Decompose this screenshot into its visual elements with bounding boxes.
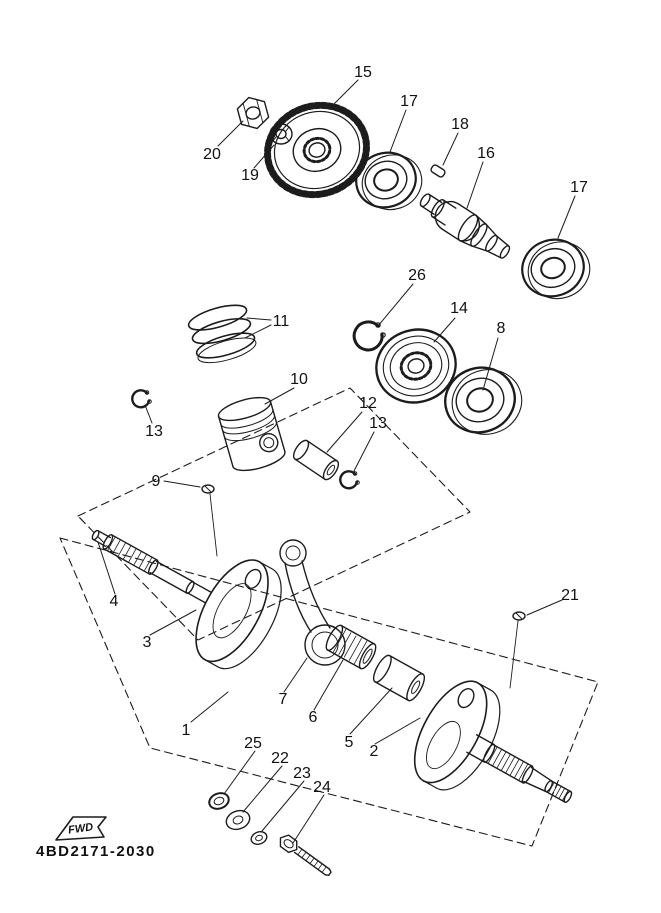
- piston-pin: [292, 439, 340, 481]
- callout-23: 23: [293, 765, 311, 782]
- callout-20: 20: [203, 146, 221, 163]
- circlip-left: [131, 389, 152, 409]
- fwd-label: FWD: [67, 821, 94, 836]
- bearing-main: [444, 366, 523, 435]
- callout-24: 24: [313, 779, 331, 796]
- callout-17-front: 17: [400, 93, 418, 110]
- connecting-rod: [279, 539, 346, 666]
- callout-11: 11: [273, 313, 290, 330]
- bolt: [279, 834, 332, 877]
- crankshaft: [91, 529, 573, 803]
- piston-group-outline: [77, 387, 471, 641]
- crank-pin: [372, 654, 426, 702]
- callout-13-right: 13: [369, 415, 387, 432]
- callout-18: 18: [451, 116, 469, 133]
- fwd-arrow: [55, 816, 107, 841]
- callout-7: 7: [279, 691, 288, 708]
- callout-10: 10: [290, 371, 308, 388]
- callout-8: 8: [497, 320, 506, 337]
- callout-26: 26: [408, 267, 426, 284]
- nut: [236, 96, 270, 130]
- screw-21: [509, 611, 526, 689]
- piston: [217, 396, 286, 472]
- leader-lines: [97, 79, 576, 844]
- woodruff-key: [430, 164, 446, 178]
- setscrew: [201, 484, 218, 557]
- piston-rings: [187, 304, 257, 364]
- callout-19: 19: [241, 167, 259, 184]
- callout-13-left: 13: [145, 423, 163, 440]
- callout-21: 21: [561, 587, 579, 604]
- callout-6: 6: [309, 709, 318, 726]
- callout-25: 25: [244, 735, 262, 752]
- needle-bearing: [325, 624, 377, 670]
- primary-gear: [264, 101, 370, 199]
- callout-1: 1: [182, 722, 191, 739]
- bearing-front: [355, 151, 423, 211]
- crankshaft-group-outline: [59, 537, 599, 847]
- spring-washer: [250, 831, 268, 845]
- callout-2: 2: [370, 743, 379, 760]
- callout-5: 5: [345, 734, 354, 751]
- callout-16: 16: [477, 145, 495, 162]
- callout-14: 14: [450, 300, 468, 317]
- callout-17-rear: 17: [570, 179, 588, 196]
- o-ring: [208, 792, 230, 810]
- callout-9: 9: [152, 473, 161, 490]
- callout-12: 12: [359, 395, 377, 412]
- balancer-shaft: [419, 193, 511, 259]
- plate-washer: [225, 809, 251, 831]
- callout-15: 15: [354, 64, 372, 81]
- driven-gear: [375, 328, 457, 404]
- circlip-balancer: [352, 320, 386, 352]
- callout-3: 3: [143, 634, 152, 651]
- callout-4: 4: [110, 593, 119, 610]
- callout-22: 22: [271, 750, 289, 767]
- circlip-right: [339, 470, 360, 490]
- bearing-rear: [521, 238, 591, 300]
- diagram-code: 4BD2171-2030: [36, 843, 156, 860]
